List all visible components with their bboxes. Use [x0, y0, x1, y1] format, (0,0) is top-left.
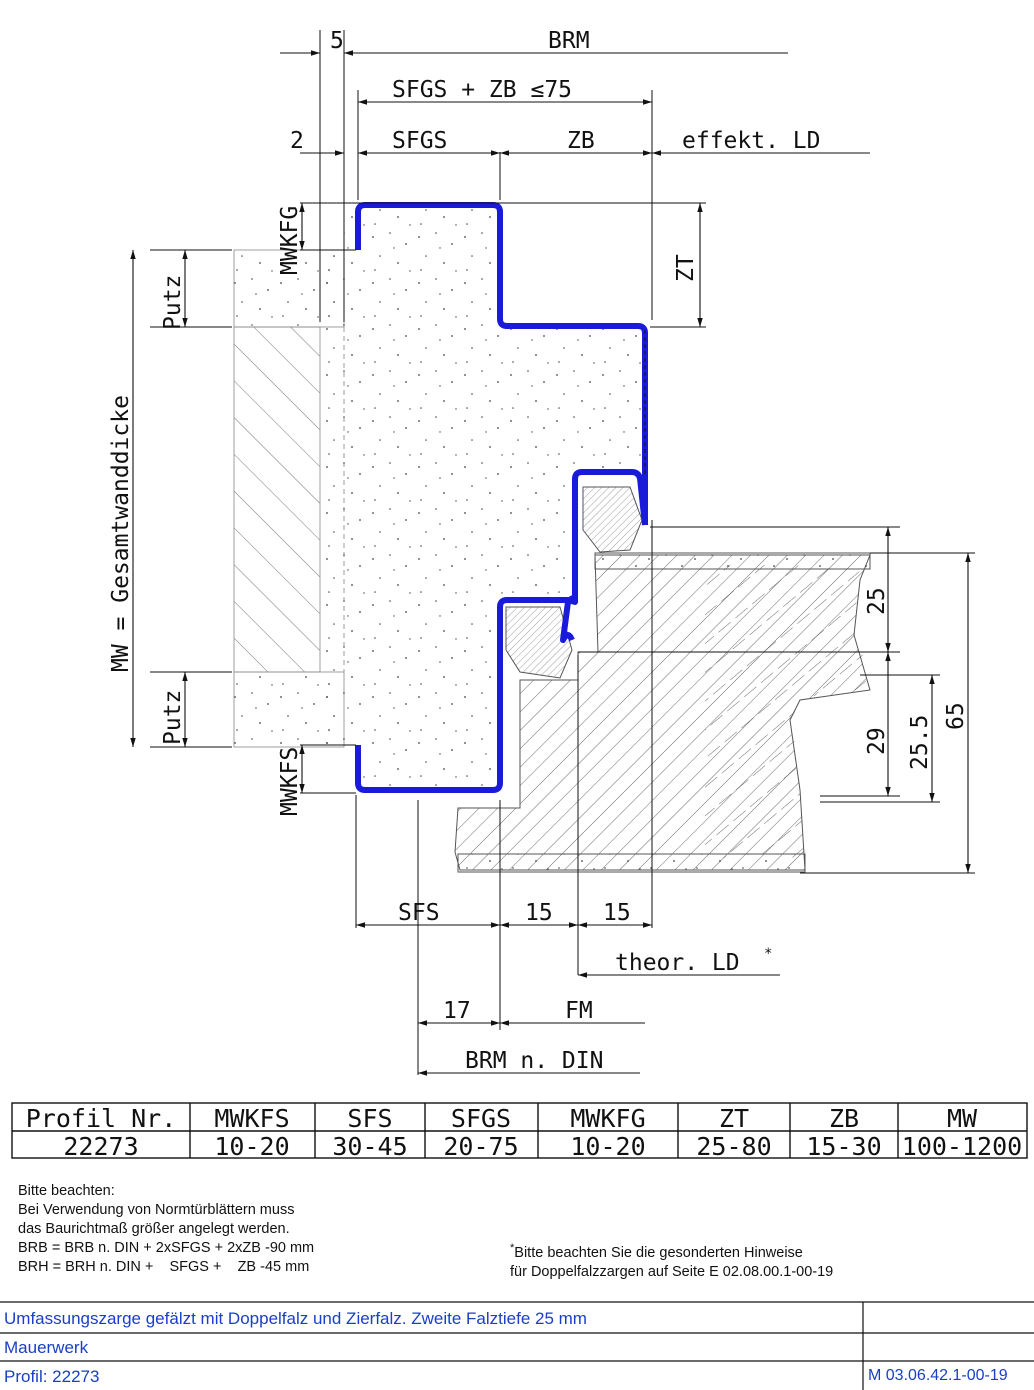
seal-lower — [505, 606, 573, 679]
label-sfs: SFS — [398, 900, 440, 926]
table-header-profil: Profil Nr. — [26, 1104, 177, 1133]
label-brm: BRM — [548, 28, 590, 54]
table-value-profil: 22273 — [63, 1132, 138, 1160]
label-d17: 17 — [443, 998, 471, 1024]
door-edge-top — [594, 552, 871, 570]
table-value-mwkfg: 10-20 — [570, 1132, 645, 1160]
table-header-sfgs: SFGS — [451, 1104, 511, 1133]
seal-upper — [582, 486, 643, 553]
label-sfgs: SFGS — [392, 128, 447, 154]
table-value-mwkfs: 10-20 — [214, 1132, 289, 1160]
label-star: * — [764, 946, 772, 962]
label-d15a: 15 — [525, 900, 553, 926]
table-header-zt: ZT — [719, 1104, 749, 1133]
label-zb: ZB — [567, 128, 595, 154]
label-d65: 65 — [943, 702, 969, 730]
door-leaf-core — [705, 565, 870, 858]
label-putz-bottom: Putz — [160, 690, 186, 745]
label-d25: 25 — [864, 587, 890, 615]
label-zt: ZT — [673, 254, 699, 282]
footer-title: Umfassungszarge gefälzt mit Doppelfalz u… — [4, 1309, 587, 1328]
label-two: 2 — [290, 128, 304, 154]
label-mw-gesamt: MW = Gesamtwanddicke — [108, 395, 134, 672]
masonry-wall — [233, 326, 321, 673]
note-line: das Baurichtmaß größer angelegt werden. — [18, 1221, 290, 1237]
note-line: *Bitte beachten Sie die gesonderten Hinw… — [510, 1242, 803, 1261]
table-value-zt: 25-80 — [696, 1132, 771, 1160]
table-header-zb: ZB — [829, 1104, 859, 1133]
mortar-fill — [320, 205, 645, 790]
profile-drawing: 5 BRM SFGS + ZB ≤75 2 SFGS ZB effekt. LD… — [108, 28, 975, 1076]
dimension-table: Profil Nr. MWKFS SFS SFGS MWKFG ZT ZB MW… — [11, 1102, 1028, 1160]
table-header-mwkfs: MWKFS — [214, 1104, 289, 1133]
label-putz-top: Putz — [160, 275, 186, 330]
note-line: BRB = BRB n. DIN + 2xSFGS + 2xZB -90 mm — [18, 1240, 315, 1256]
label-d15b: 15 — [603, 900, 631, 926]
label-brm-din: BRM n. DIN — [465, 1048, 603, 1074]
label-fm: FM — [565, 998, 593, 1024]
label-mwkfg: MWKFG — [277, 206, 303, 275]
note-right: *Bitte beachten Sie die gesonderten Hinw… — [510, 1239, 833, 1282]
table-value-sfs: 30-45 — [332, 1132, 407, 1160]
table-header-mwkfg: MWKFG — [570, 1104, 645, 1133]
note-line: Bitte beachten: — [18, 1183, 115, 1199]
door-edge-bottom — [457, 853, 806, 873]
table-header-mw: MW — [947, 1104, 978, 1133]
note-left: Bitte beachten: Bei Verwendung von Normt… — [18, 1182, 314, 1277]
note-line: für Doppelfalzzargen auf Seite E 02.08.0… — [510, 1263, 834, 1280]
table-value-sfgs: 20-75 — [443, 1132, 518, 1160]
label-sfgs-zb: SFGS + ZB ≤75 — [392, 77, 572, 103]
label-d25-5: 25.5 — [907, 715, 933, 770]
frame-profile — [355, 202, 648, 793]
label-five: 5 — [330, 28, 344, 54]
table-header-sfs: SFS — [347, 1104, 392, 1133]
label-theor-ld: theor. LD — [615, 950, 740, 976]
label-mwkfs: MWKFS — [277, 747, 303, 816]
title-block-frame — [0, 1301, 1034, 1390]
footer-material: Mauerwerk — [4, 1338, 89, 1357]
footer-profile: Profil: 22273 — [4, 1367, 100, 1386]
note-line: Bei Verwendung von Normtürblättern muss — [18, 1202, 295, 1218]
note-star: * — [510, 1242, 515, 1254]
label-d29: 29 — [864, 727, 890, 755]
table-value-mw: 100-1200 — [902, 1132, 1022, 1160]
table-value-zb: 15-30 — [806, 1132, 881, 1160]
note-line: BRH = BRH n. DIN + SFGS + ZB -45 mm — [18, 1259, 310, 1275]
footer-doc-number: M 03.06.42.1-00-19 — [868, 1367, 1008, 1384]
label-effekt-ld: effekt. LD — [682, 128, 820, 154]
